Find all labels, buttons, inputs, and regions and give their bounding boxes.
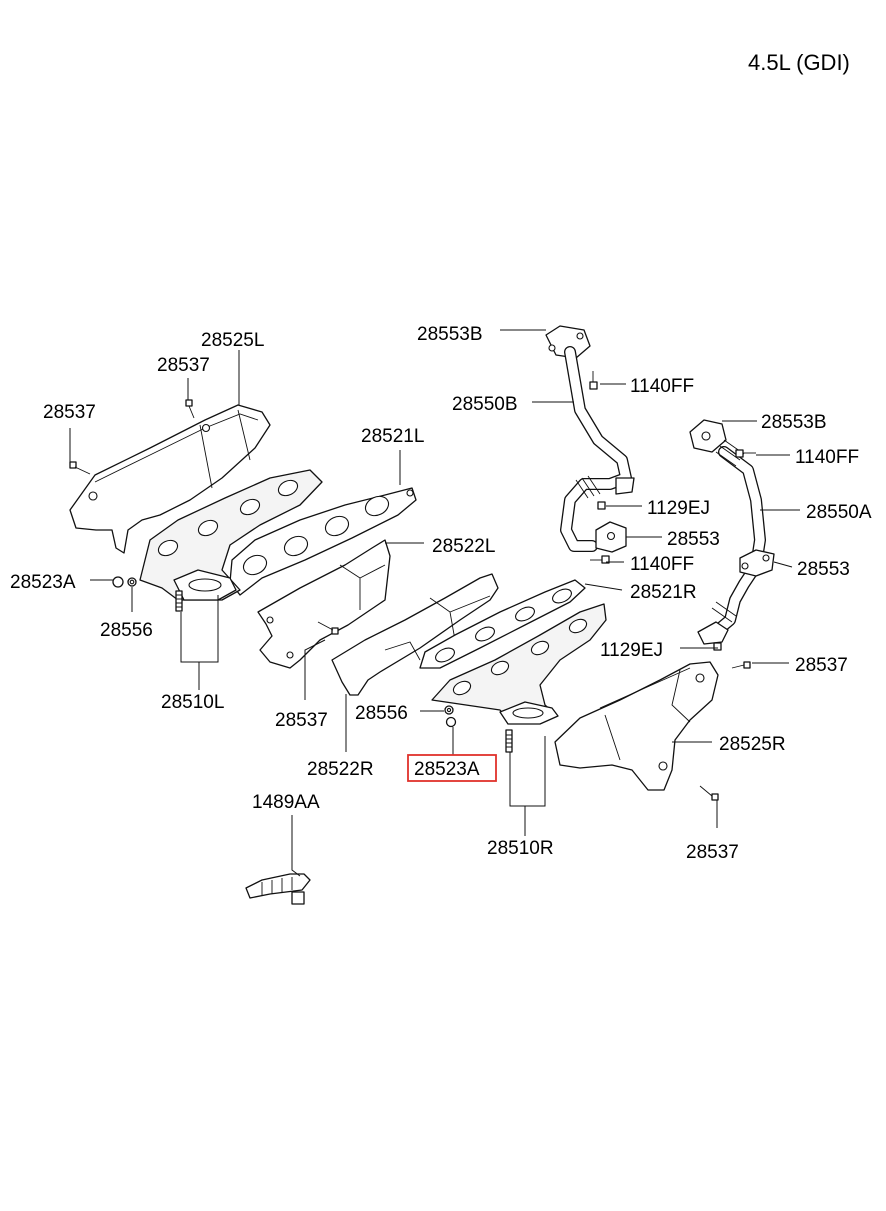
bolt-28537-c	[317, 621, 339, 635]
label-28510R[interactable]: 28510R	[487, 838, 554, 859]
bolt-1140FF-top	[589, 371, 598, 390]
bolt-1140FF-mid	[590, 555, 610, 564]
bolt-28537-b	[69, 461, 91, 475]
bracket-28510L	[180, 595, 219, 663]
label-28521R[interactable]: 28521R	[630, 582, 697, 603]
label-28525R[interactable]: 28525R	[719, 734, 786, 755]
stud-right	[505, 729, 513, 753]
bolt-1140FF-right	[735, 449, 756, 458]
nut-28523A-mid	[445, 716, 457, 728]
label-28553-right[interactable]: 28553	[797, 559, 850, 580]
label-28537-d[interactable]: 28537	[795, 655, 848, 676]
label-1129EJ-bottom[interactable]: 1129EJ	[600, 640, 663, 661]
leader-lines	[69, 329, 800, 877]
label-1140FF-mid[interactable]: 1140FF	[630, 554, 694, 575]
label-28553B-top[interactable]: 28553B	[417, 324, 483, 345]
exhaust-manifold-left	[139, 469, 323, 601]
highlight-box	[407, 754, 497, 782]
gasket-left	[229, 487, 417, 596]
oxygen-sensor	[245, 873, 311, 905]
label-1140FF-right[interactable]: 1140FF	[795, 447, 859, 468]
bolt-28537-d	[731, 661, 751, 669]
label-28556-mid[interactable]: 28556	[355, 703, 408, 724]
gasket-right	[419, 579, 586, 669]
label-1140FF-top[interactable]: 1140FF	[630, 376, 694, 397]
engine-label: 4.5L (GDI)	[748, 50, 850, 75]
label-28553B-right[interactable]: 28553B	[761, 412, 827, 433]
egr-pipe-28550B	[545, 325, 635, 553]
label-28522L[interactable]: 28522L	[432, 536, 495, 557]
label-28523A-left[interactable]: 28523A	[10, 572, 76, 593]
label-1489AA[interactable]: 1489AA	[252, 792, 320, 813]
egr-pipe-28550A	[689, 419, 775, 645]
bolt-28537-a	[185, 399, 195, 419]
label-28537-b[interactable]: 28537	[43, 402, 96, 423]
label-28521L[interactable]: 28521L	[361, 426, 424, 447]
heat-protector-left	[69, 404, 271, 554]
label-28553-mid[interactable]: 28553	[667, 529, 720, 550]
bolt-1129EJ-bottom	[713, 642, 722, 651]
heat-shield-right-lower	[331, 573, 499, 696]
label-1129EJ-top[interactable]: 1129EJ	[647, 498, 710, 519]
label-28550B[interactable]: 28550B	[452, 394, 518, 415]
label-28510L[interactable]: 28510L	[161, 692, 224, 713]
bolt-28537-e	[699, 785, 719, 801]
stud-left	[175, 590, 183, 612]
label-28537-e[interactable]: 28537	[686, 842, 739, 863]
label-28525L[interactable]: 28525L	[201, 330, 264, 351]
label-28522R[interactable]: 28522R	[307, 759, 374, 780]
exhaust-manifold-right	[431, 603, 607, 725]
label-28556-left[interactable]: 28556	[100, 620, 153, 641]
bracket-28510R	[509, 736, 546, 807]
label-28537-c[interactable]: 28537	[275, 710, 328, 731]
bolt-1129EJ-top	[597, 501, 606, 510]
nut-28523A-left	[112, 576, 124, 588]
heat-protector-right	[554, 661, 719, 791]
label-28537-a[interactable]: 28537	[157, 355, 210, 376]
label-28550A[interactable]: 28550A	[806, 502, 872, 523]
label-28523A-highlight[interactable]: 28523A	[414, 759, 480, 780]
